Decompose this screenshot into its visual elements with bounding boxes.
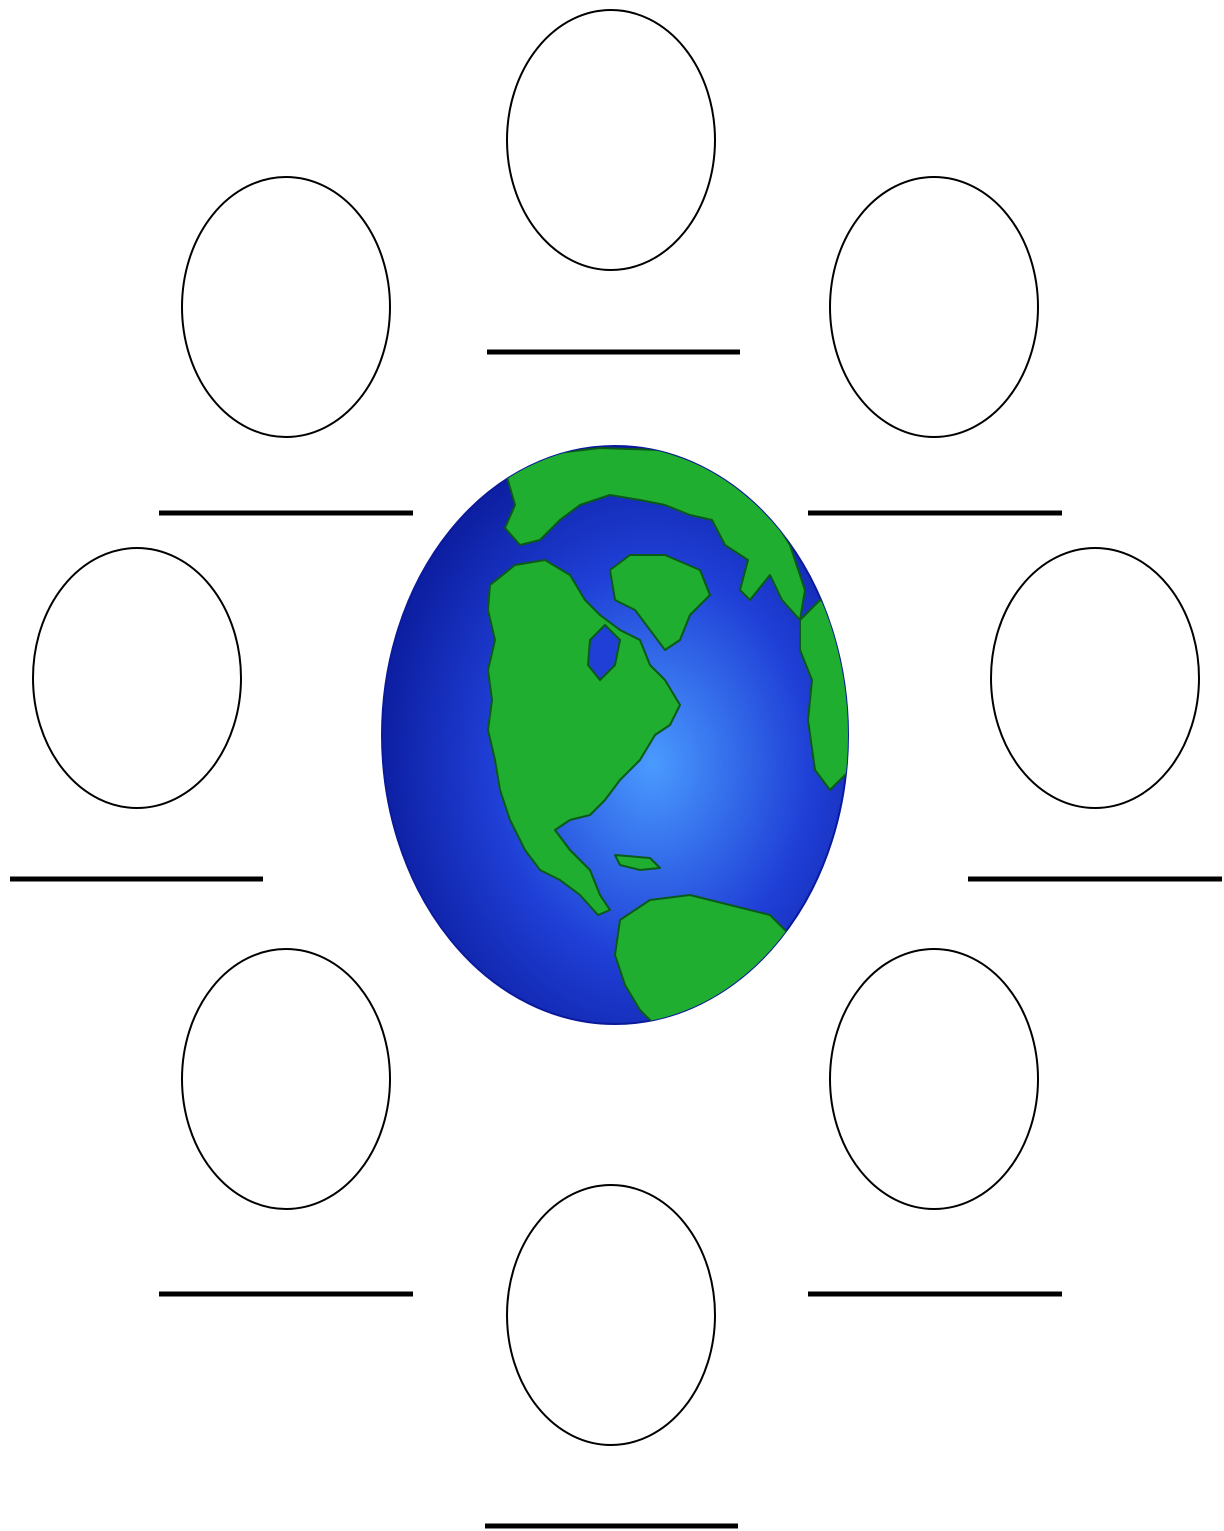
blank-circle-upper-left[interactable]	[182, 177, 390, 437]
blank-circle-right[interactable]	[991, 548, 1199, 808]
blank-circle-top[interactable]	[507, 10, 715, 270]
south-america	[615, 895, 790, 1030]
blank-circle-lower-right[interactable]	[830, 949, 1038, 1209]
blank-circle-left[interactable]	[33, 548, 241, 808]
earth-globe-icon	[382, 446, 860, 1030]
blank-circle-lower-left[interactable]	[182, 949, 390, 1209]
blank-circle-bottom[interactable]	[507, 1185, 715, 1445]
blank-circle-upper-right[interactable]	[830, 177, 1038, 437]
